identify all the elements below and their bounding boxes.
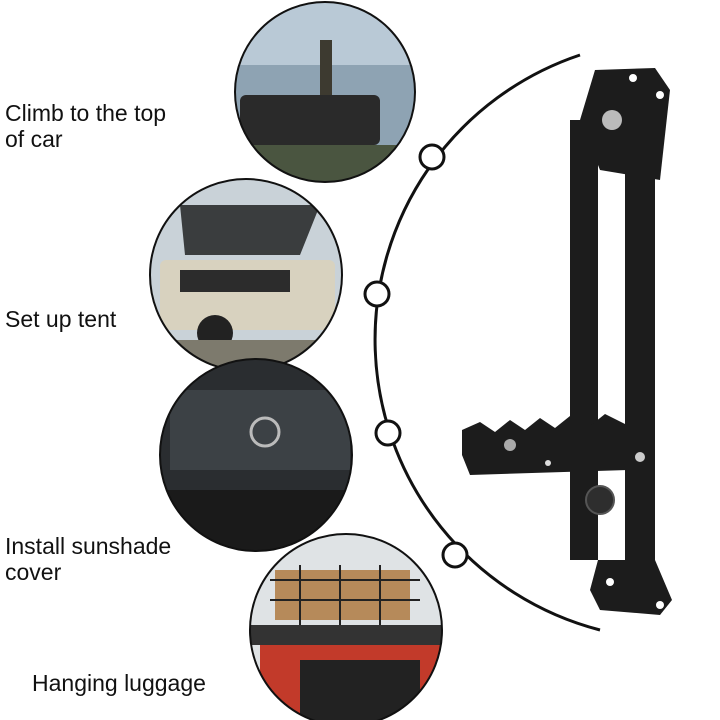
photo-luggage — [250, 534, 442, 720]
label-line: Install sunshade — [5, 533, 172, 559]
photo-fishing-on-car — [235, 2, 415, 182]
photo-roof-tent — [150, 179, 342, 371]
connector-dot — [418, 143, 446, 171]
use-label-tent: Set up tent — [5, 306, 116, 332]
label-line: of car — [5, 126, 63, 152]
label-line: Climb to the top — [5, 100, 167, 126]
connector-dot — [441, 541, 469, 569]
connector-dot — [374, 419, 402, 447]
door-step-product — [462, 68, 672, 615]
connector-arc — [373, 53, 601, 632]
use-label-luggage: Hanging luggage — [32, 670, 206, 696]
use-label-sunshade: Install sunshade cover — [5, 533, 171, 585]
photo-sunshade — [160, 359, 352, 551]
label-line: Set up tent — [5, 306, 117, 332]
label-line: Hanging luggage — [32, 670, 206, 696]
connector-dot — [363, 280, 391, 308]
use-label-climb: Climb to the top of car — [5, 100, 166, 152]
label-line: cover — [5, 559, 62, 585]
